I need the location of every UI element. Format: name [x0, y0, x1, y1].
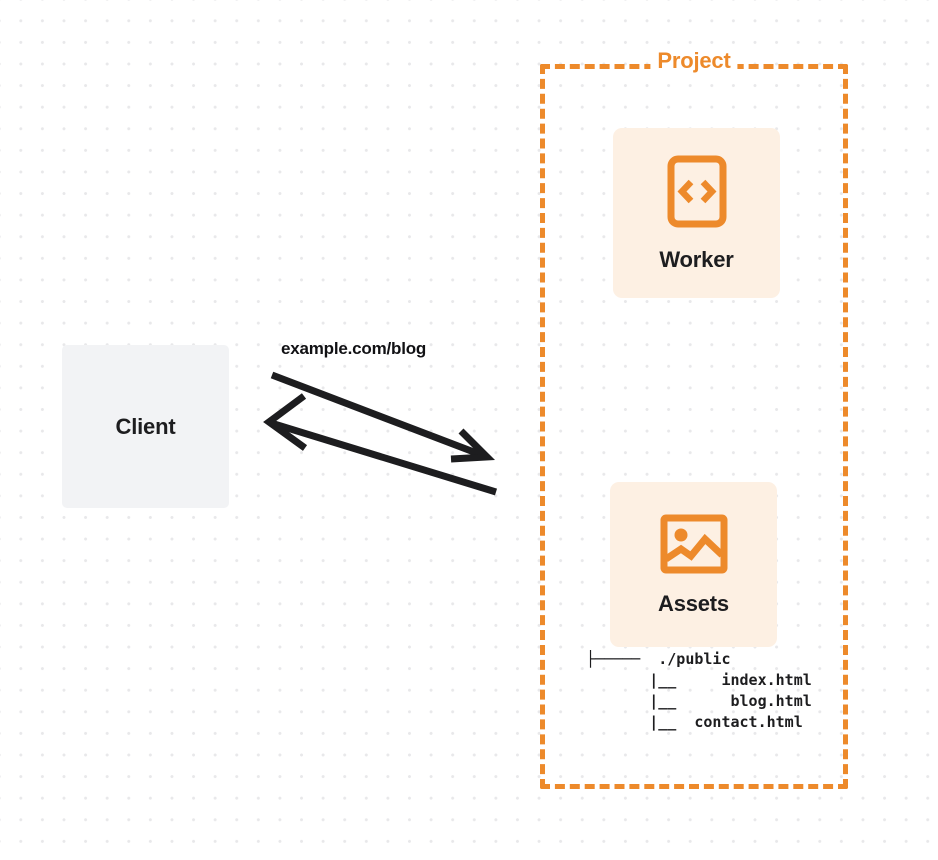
worker-node[interactable]: Worker — [613, 128, 780, 298]
project-title: Project — [650, 48, 738, 74]
assets-node[interactable]: Assets — [610, 482, 777, 647]
request-url-label: example.com/blog — [281, 339, 427, 358]
client-node[interactable]: Client — [62, 345, 229, 508]
image-icon — [660, 514, 727, 573]
assets-node-label: Assets — [658, 590, 729, 616]
client-node-label: Client — [115, 413, 176, 439]
response-arrow — [263, 393, 498, 496]
request-arrow — [270, 371, 496, 463]
asset-file-tree: ├───── ./public |__ index.html |__ blog.… — [586, 650, 812, 731]
project-group: Project Worker Assets ├───── ./public |_… — [540, 48, 848, 789]
worker-node-label: Worker — [659, 246, 734, 272]
client-project-connector — [263, 371, 498, 496]
code-brackets-icon — [667, 155, 726, 227]
